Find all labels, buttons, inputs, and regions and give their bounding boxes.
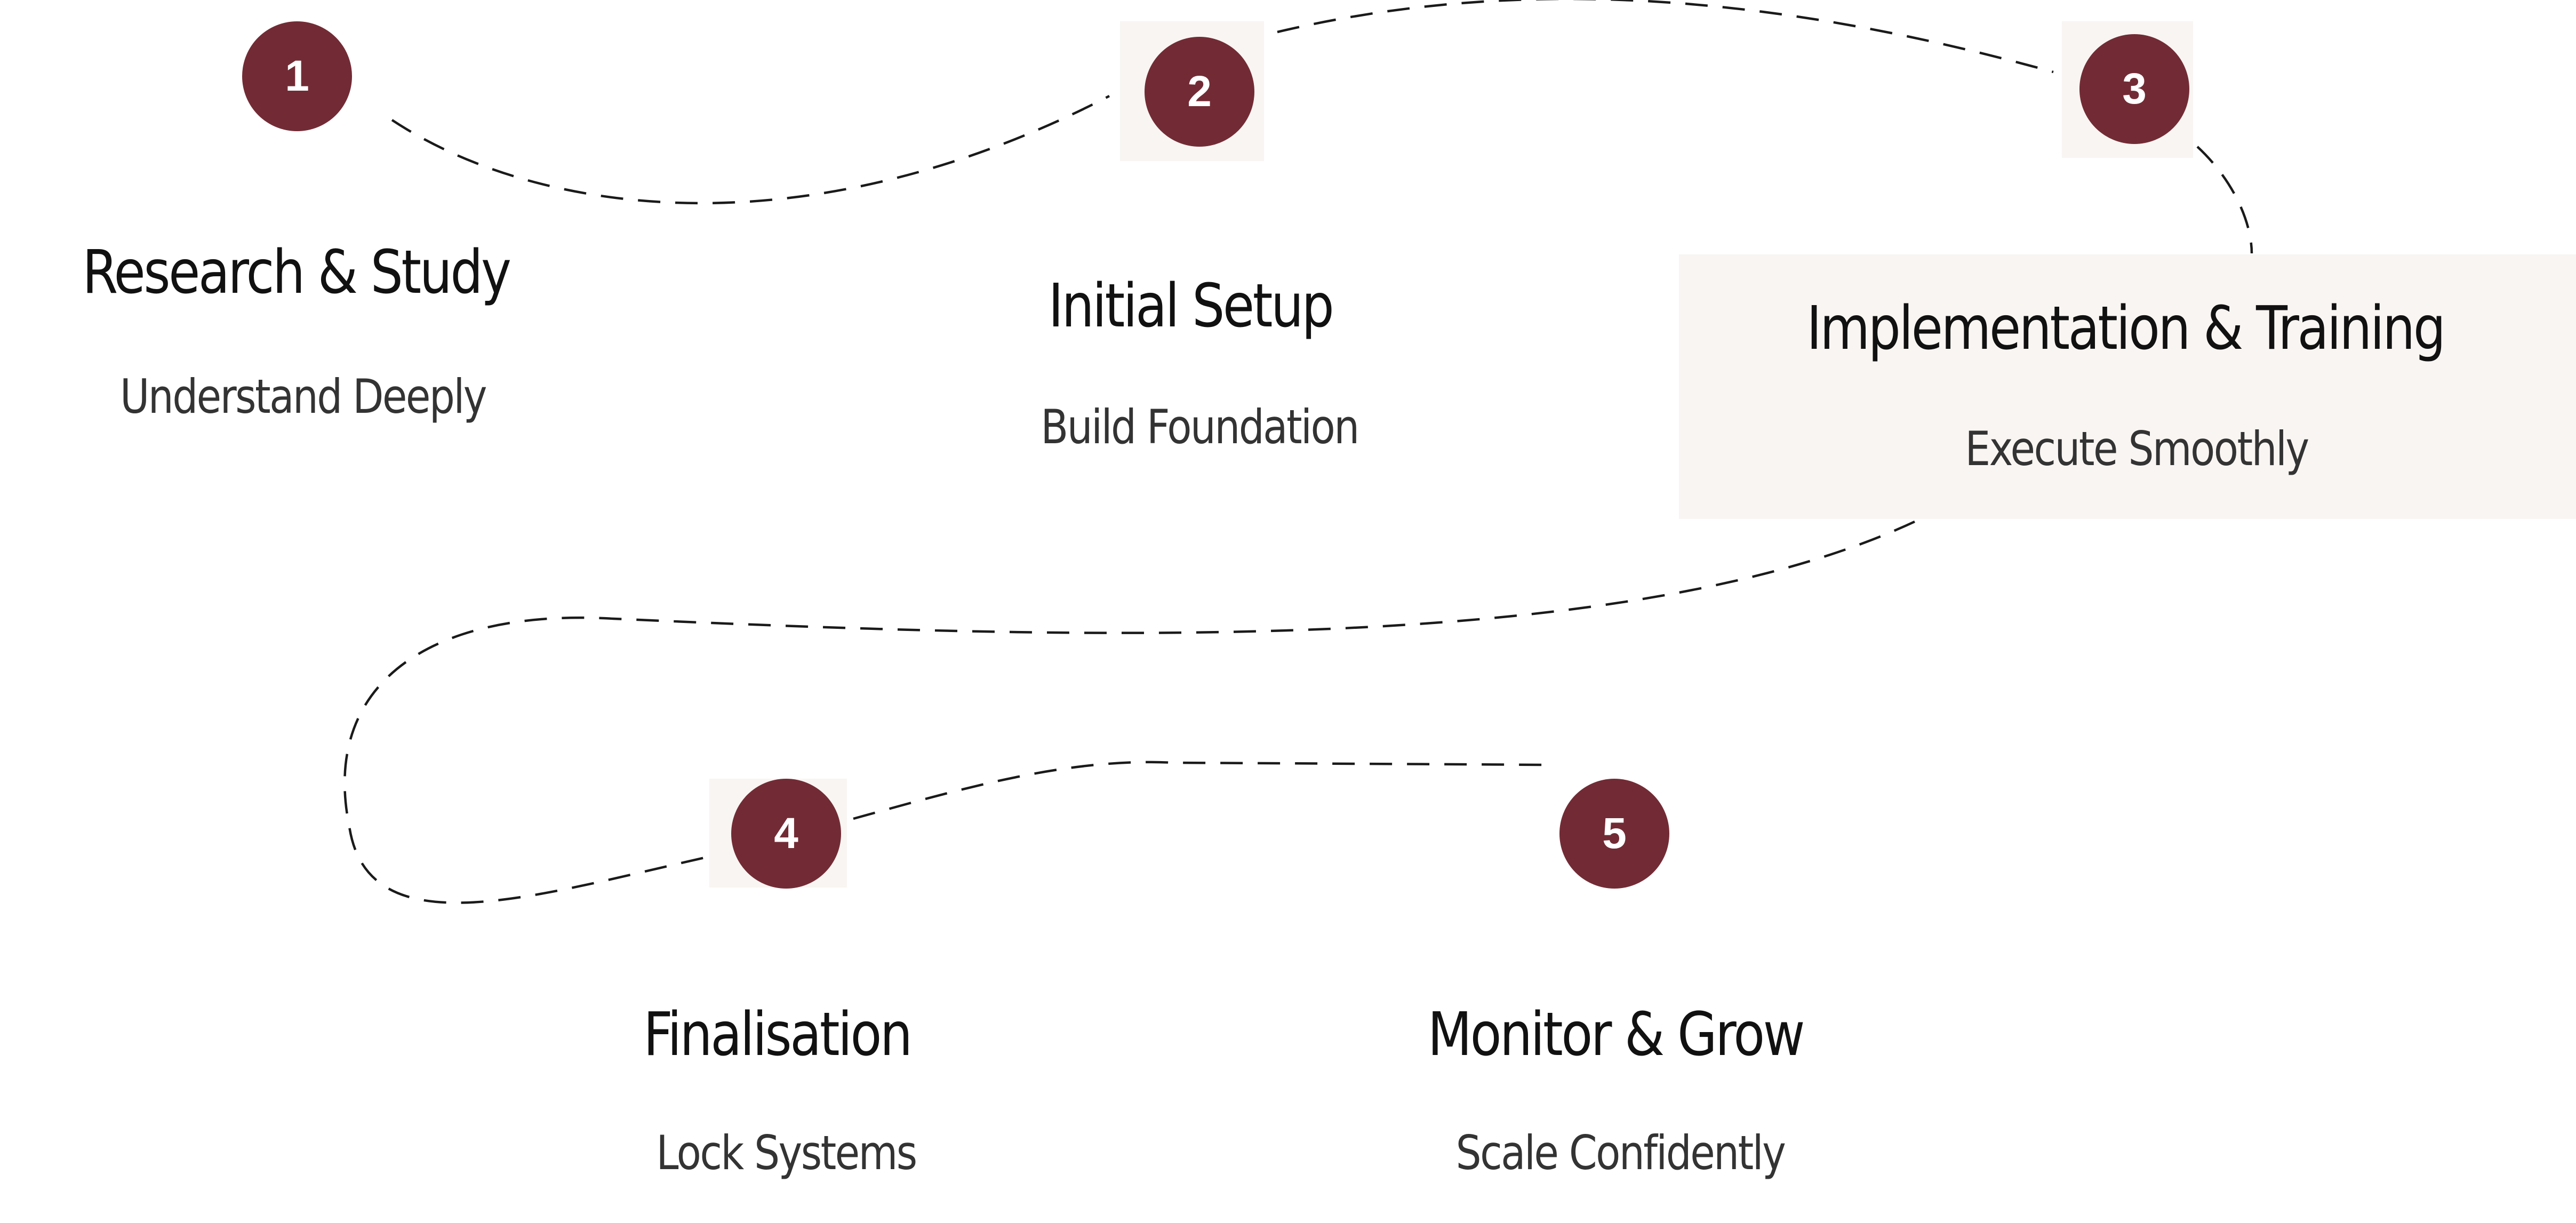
step-5-number-badge: 5 <box>1559 779 1669 889</box>
path-segment-1-2 <box>391 95 1110 205</box>
path-segment-3-4 <box>343 520 1915 904</box>
step-4-number-badge: 4 <box>731 779 841 889</box>
step-2-title: Initial Setup <box>1048 271 1334 341</box>
path-segment-4-5 <box>853 761 1547 820</box>
path-segment-2-3 <box>1277 0 2054 74</box>
step-2-subtitle: Build Foundation <box>1041 399 1359 454</box>
step-5-title: Monitor & Grow <box>1427 1000 1805 1069</box>
step-1-number-badge: 1 <box>242 21 352 131</box>
step-1-title: Research & Study <box>82 238 511 307</box>
step-3-subtitle: Execute Smoothly <box>1965 421 2309 476</box>
step-2-number-badge: 2 <box>1145 37 1254 147</box>
path-segment-3-panel <box>2196 146 2253 254</box>
step-3-title: Implementation & Training <box>1806 294 2446 363</box>
step-4-subtitle: Lock Systems <box>656 1125 917 1180</box>
step-1-subtitle: Understand Deeply <box>119 369 487 424</box>
step-3-panel-highlight <box>1679 254 2576 519</box>
step-3-number-badge: 3 <box>2079 34 2189 144</box>
step-5-subtitle: Scale Confidently <box>1455 1125 1786 1180</box>
step-4-title: Finalisation <box>643 1000 913 1069</box>
